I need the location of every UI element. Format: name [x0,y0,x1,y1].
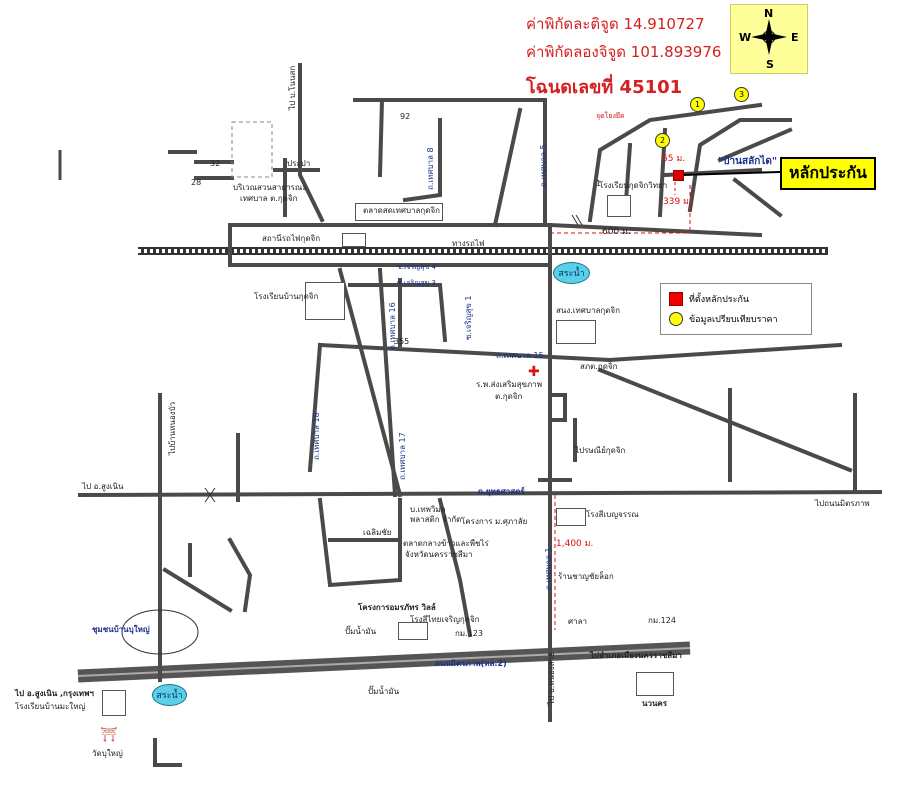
kamsai-label: โครงการ ม.ศุภาลัย [461,517,528,526]
park-label-2: เทศบาล ต.กุดจิก [240,194,298,203]
num-32-label: 32 [210,159,221,168]
school-flag-icon-2 [607,195,631,217]
latitude-label: ค่าพิกัดละติจูด 14.910727 [526,15,705,33]
chalermchai-label: เฉลิมชัย [363,528,392,537]
hospital-label: ร.พ.ส่งเสริมสุขภาพ [476,380,543,389]
pond-label: สระน้ำ [553,262,590,284]
collateral-label: หลักประกัน [780,157,876,190]
legend-comparables: ข้อมูลเปรียบเทียบราคา [689,315,778,325]
road-thesaban17-label: ถ.เทศบาล 17 [398,432,407,480]
compass-e: E [791,31,799,44]
road-mittraphap-label: ถนนมิตรภาพ(ทล.2) [435,659,507,668]
temple-label: วัดบุใหญ่ [92,749,123,758]
deed-number-label: โฉนดเลขที่ 45101 [526,77,683,98]
distance-1400: 1,400 ม. [556,539,594,549]
direction-nongsai: ไป บ.หนองสาย [547,652,556,705]
station-label: สถานีรถไฟกุดจิก [262,234,321,243]
factory-icon-2 [636,672,674,696]
km123-label: กม.123 [455,629,483,638]
distance-339: 339 ม. [663,197,692,207]
compass-n: N [764,7,774,20]
zone-label: จุดโยงยึด [596,112,625,120]
coop-label: บ.เทพวิมล [410,505,446,514]
road-charoensuk3-label: ซ.เจริญสุข 3 [397,279,436,287]
comparable-1-marker[interactable]: 1 [690,97,705,112]
temple-icon: ⛩ [100,727,118,743]
school-flag-icon [305,282,345,320]
collateral-marker-icon[interactable] [673,170,684,181]
school-ban-mueang-label: โรงเรียนบ้านมะใหญ่ [15,702,86,711]
direction-nongbua: ไปบ้านหนองบัว [168,401,177,455]
korat-prov-label: จังหวัดนครราชสีมา [405,550,473,559]
waterworks-label: ประปา [287,159,311,168]
road-yutthasat-label: ถ.ยุทธศาสตร์ [478,487,525,496]
shop-label: ร้านชาญชัยล็อก [558,572,614,581]
road-thesaban18-label: ถ.เทศบาล 18 [312,412,321,460]
municipal-building-icon [556,320,596,344]
direction-sungnoen: ไป อ.สูงเนิน [82,482,124,491]
railway-label: ทางรถไฟ [452,239,485,248]
village-label: "บ้านสลักได" [718,156,778,167]
compass-s: S [766,58,774,71]
community-label: ชุมชนบ้านบุใหญ่ [92,625,150,634]
train-icon [342,233,366,247]
post-label: ไปรษณีย์กุดจิก [575,446,626,455]
gas-station-label-2: ปั๊มน้ำมัน [368,687,400,696]
red-square-icon [669,292,683,306]
distance-600: 600 ม. [602,227,631,237]
road-charoensuk4-label: ซ.เจริญสุข 4 [397,263,436,271]
direction-korat: ไปอำเภอเมืองนครราชสีมา [590,651,682,660]
road-thesaban8-label: ถ.เทศบาล 8 [426,147,435,190]
pond-label-2: สระน้ำ [152,684,187,706]
talad-klang-label: ตลาดกลางข้าวและพืชไร่ [403,539,489,548]
hospital-cross-icon: ✚ [528,364,540,380]
school-kudjik-label: โรงเรียนบ้านกุดจิก [254,292,319,301]
project-label: โครงการอมรภัทร วิลล์ [358,603,436,612]
sala-label: ศาลา [568,617,587,626]
rice-mill-icon [398,622,428,640]
direction-mittraphap: ไปถนนมิตรภาพ [815,499,870,508]
market-label: ตลาดสดเทศบาลกุดจิก [363,206,440,215]
num-1-label: 1 [596,179,602,188]
direction-bansok: ไป บ.โนนสก [288,65,297,110]
park-label: บริเวณสวนสาธารณะ [233,183,307,192]
distance-65: 65 ม. [662,154,686,164]
road-thesaban5-label: ถ.เทศบาล 5 [539,144,548,187]
nawanakorn-label: นวนคร [642,699,668,708]
coop-label-2: พลาสติก จำกัด [410,515,462,524]
map-legend: ที่ตั้งหลักประกัน ข้อมูลเปรียบเทียบราคา [660,283,812,335]
municipal-label: สนง.เทศบาลกุดจิก [556,306,620,315]
road-thesaban1-label: ถ.เทศบาล 1 [544,547,553,590]
road-thesaban15-label: ถ.เทศบาล 15 [496,351,544,360]
compass-rose: N S E W [730,4,808,74]
market-building [355,203,443,221]
hospital-label-2: ต.กุดจิก [495,392,523,401]
num-355-label: 355 [394,337,410,346]
school-kudjik-wit-label: โรงเรียนกุดจิกวิทยา [599,181,668,190]
num-28-label: 28 [191,178,202,187]
longitude-label: ค่าพิกัดลองจิจูด 101.893976 [526,43,722,61]
comparable-3-marker[interactable]: 3 [734,87,749,102]
factory1-label: โรงสีเบญจรรณ [586,510,639,519]
comparable-2-marker[interactable]: 2 [655,133,670,148]
num-92-label: 92 [400,112,411,121]
legend-collateral: ที่ตั้งหลักประกัน [689,295,750,305]
road-charoensuk1-label: ซ.เจริญสุข 1 [464,295,473,341]
yellow-circle-icon [669,312,683,326]
police-label: สภต.กุดจิก [580,362,618,371]
direction-bkk: ไป อ.สูงเนิน ,กรุงเทพฯ [15,689,94,698]
school-flag-icon-3 [102,690,126,716]
gas-station-label: ปั๊มน้ำมัน [345,627,377,636]
factory-icon [556,508,586,526]
compass-star-icon [751,19,787,55]
compass-w: W [739,31,752,44]
km124-label: กม.124 [648,616,676,625]
rice-mill-label: โรงสีไทยเจริญกุดจิก [410,615,480,624]
